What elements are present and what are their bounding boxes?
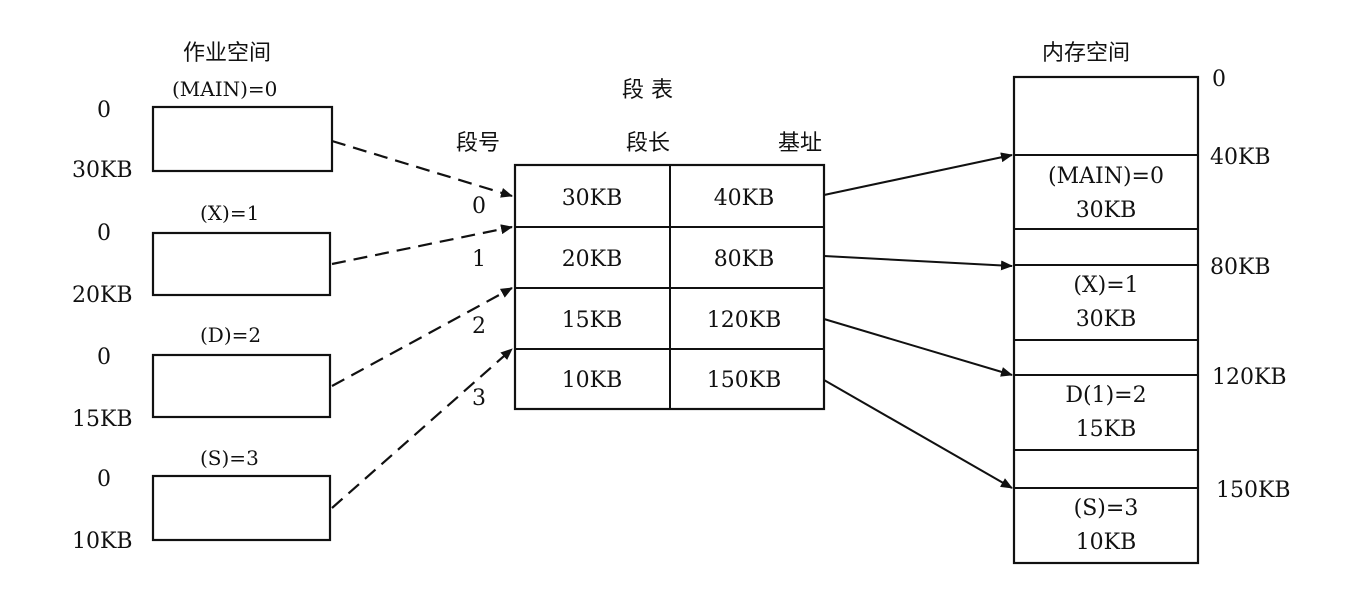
solid-arrow <box>823 379 1013 489</box>
memory-space: 内存空间 0 40KB 80KB 120KB 150KB (MAIN)=0 30… <box>1012 41 1291 565</box>
seg-base: 150KB <box>707 368 782 393</box>
job-segment-start: 0 <box>97 98 111 123</box>
memory-block-name: (S)=3 <box>1074 496 1139 521</box>
job-segment-name: (MAIN)=0 <box>172 77 277 101</box>
dashed-arrow <box>331 348 513 509</box>
memory-frame <box>1012 75 1200 565</box>
dashed-arrow <box>331 287 513 387</box>
memory-address: 120KB <box>1212 365 1287 390</box>
memory-address: 0 <box>1212 67 1226 92</box>
seg-length: 20KB <box>562 247 623 272</box>
seg-no: 2 <box>472 314 486 339</box>
memory-block-size: 30KB <box>1076 307 1137 332</box>
job-segment-box <box>151 231 332 297</box>
dashed-arrow <box>331 224 513 266</box>
job-segment-start: 0 <box>97 467 111 492</box>
job-segment-name: (X)=1 <box>200 201 259 225</box>
header-seg-no: 段号 <box>456 131 500 156</box>
dashed-arrow <box>331 139 513 198</box>
seg-no: 0 <box>472 194 486 219</box>
memory-address: 150KB <box>1216 478 1291 503</box>
job-segment-end: 20KB <box>72 283 133 308</box>
seg-length: 15KB <box>562 308 623 333</box>
memory-address: 80KB <box>1210 255 1271 280</box>
seg-length: 30KB <box>562 186 623 211</box>
header-base: 基址 <box>778 131 822 156</box>
seg-base: 40KB <box>714 186 775 211</box>
job-space: 作业空间 (MAIN)=0 0 30KB (X)=1 0 20KB (D)=2 … <box>72 41 334 554</box>
memory-block-size: 15KB <box>1076 417 1137 442</box>
memory-block-name: (MAIN)=0 <box>1048 164 1164 189</box>
job-segment-box <box>151 105 334 173</box>
seg-base: 80KB <box>714 247 775 272</box>
seg-no: 1 <box>472 247 486 272</box>
solid-arrow <box>823 318 1013 377</box>
segment-table-title: 段 表 <box>622 78 673 103</box>
job-segment-name: (D)=2 <box>200 323 261 347</box>
job-segment-name: (S)=3 <box>200 446 259 470</box>
memory-block-name: (X)=1 <box>1073 273 1138 298</box>
memory-space-title: 内存空间 <box>1042 41 1130 66</box>
job-to-table-arrows <box>331 139 513 509</box>
seg-base: 120KB <box>707 308 782 333</box>
segment-table: 段 表 段号 段长 基址 0 30KB 40KB 1 20KB 80KB 2 1… <box>456 78 826 411</box>
solid-arrow <box>823 152 1013 196</box>
memory-address: 40KB <box>1210 145 1271 170</box>
solid-arrow <box>823 255 1013 271</box>
memory-block-name: D(1)=2 <box>1065 383 1146 408</box>
job-segment-end: 15KB <box>72 407 133 432</box>
job-segment-end: 30KB <box>72 158 133 183</box>
job-segment-end: 10KB <box>72 529 133 554</box>
job-segment-start: 0 <box>97 221 111 246</box>
job-segment-start: 0 <box>97 345 111 370</box>
job-segment-box <box>151 474 332 542</box>
memory-block-size: 30KB <box>1076 198 1137 223</box>
memory-block-size: 10KB <box>1076 530 1137 555</box>
seg-no: 3 <box>472 386 486 411</box>
job-space-title: 作业空间 <box>183 41 271 66</box>
header-length: 段长 <box>626 131 670 156</box>
seg-length: 10KB <box>562 368 623 393</box>
table-to-memory-arrows <box>823 152 1013 489</box>
job-segment-box <box>151 353 332 419</box>
